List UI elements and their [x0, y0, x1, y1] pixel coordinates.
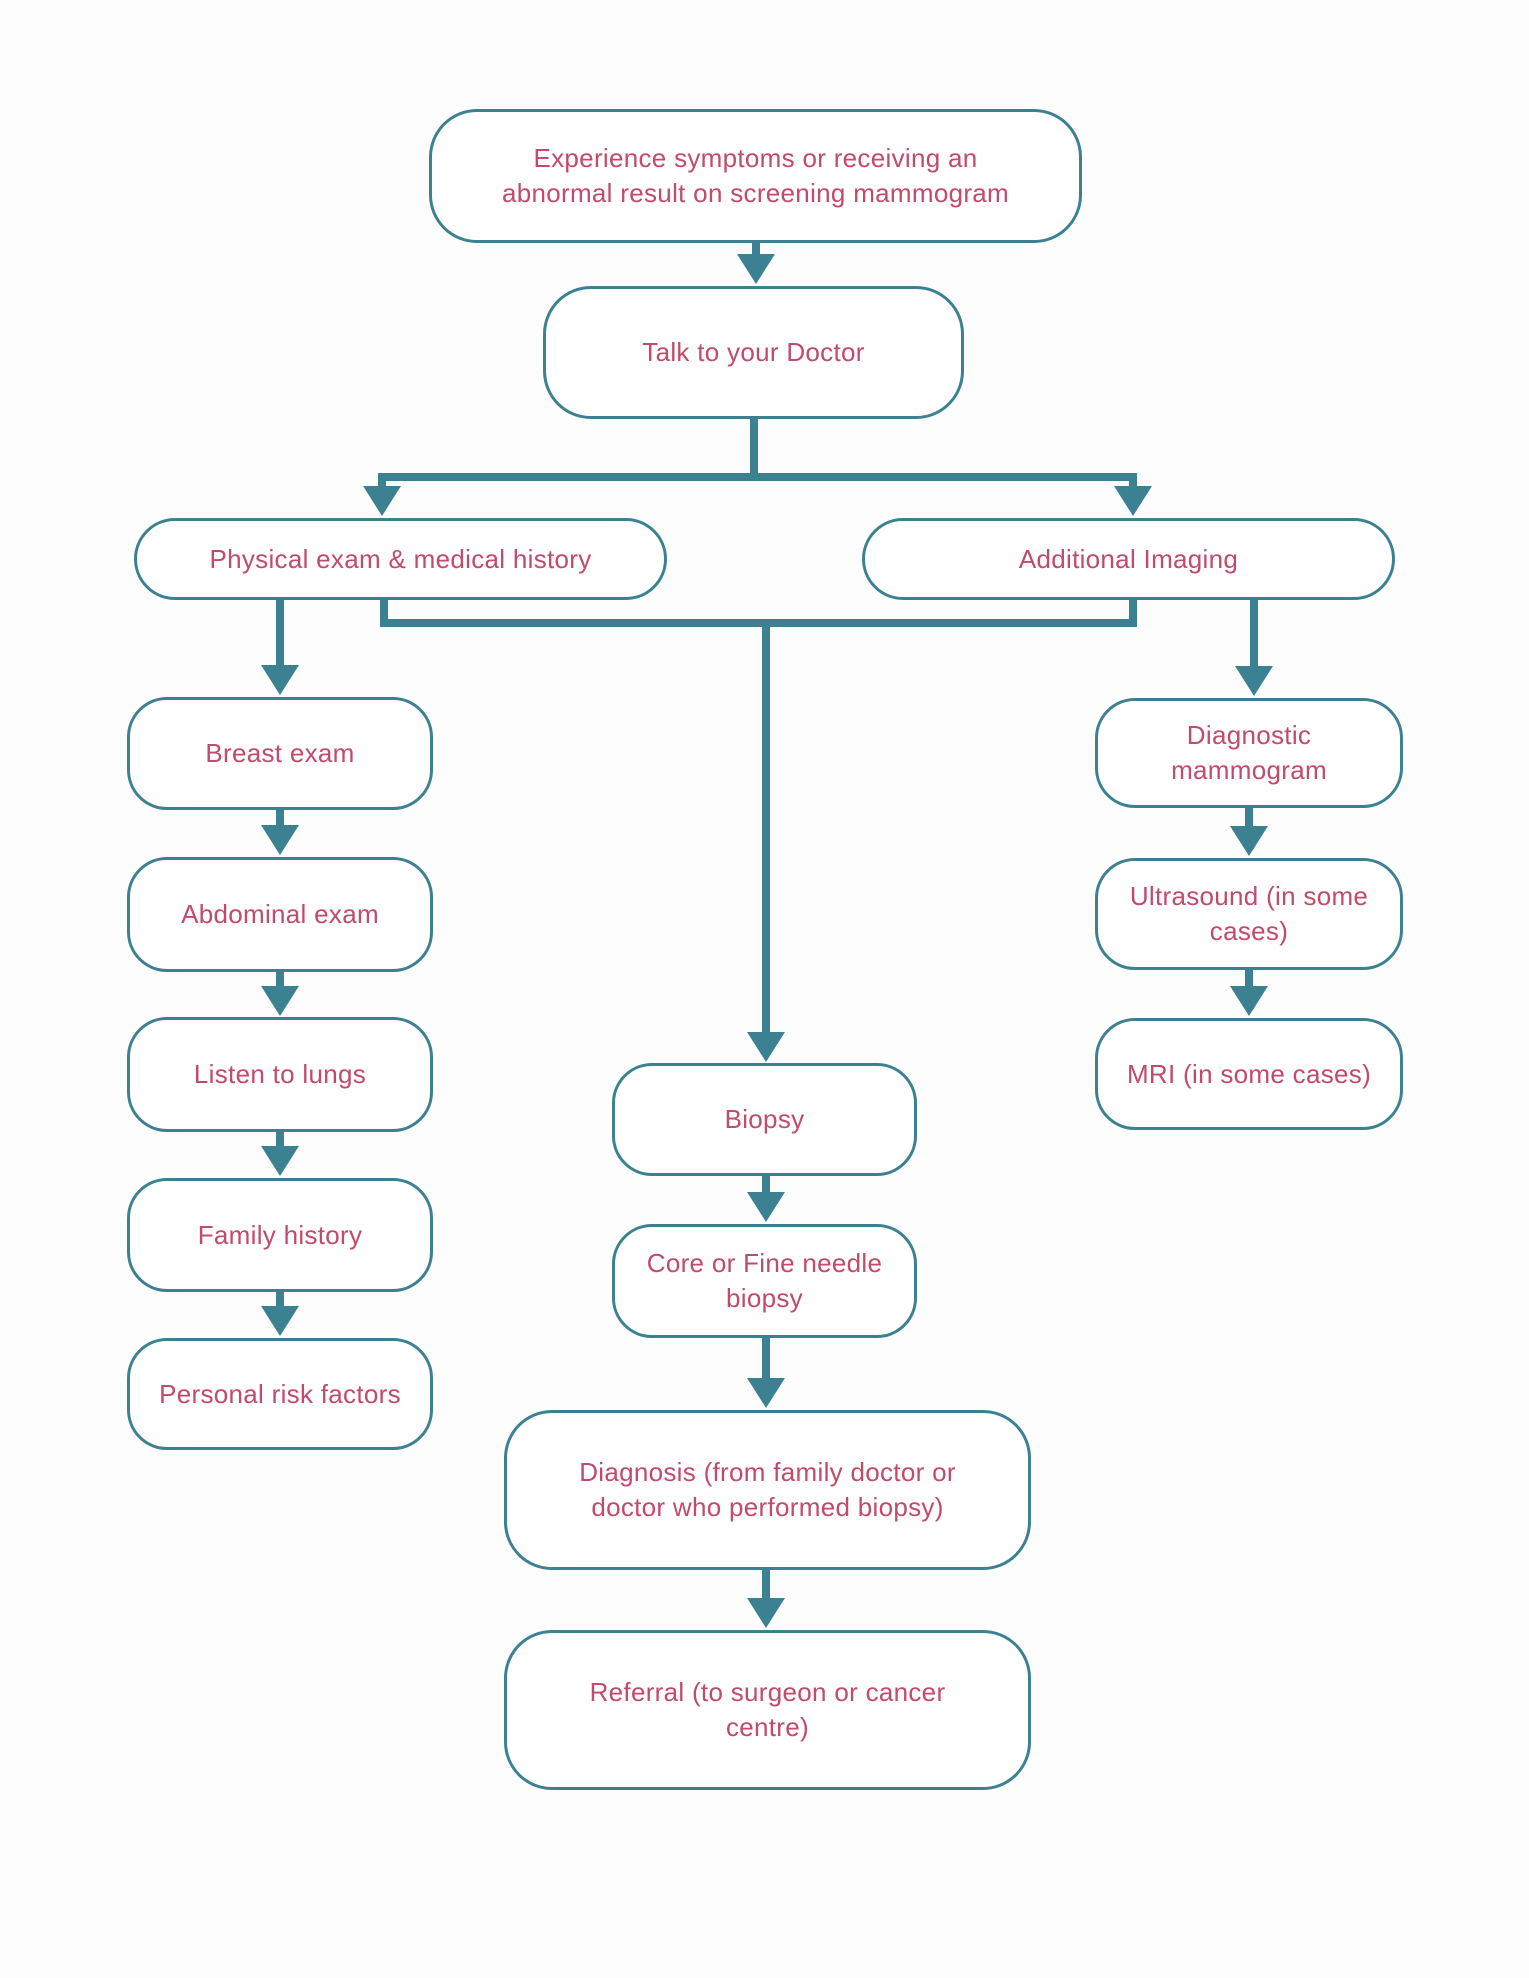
- node-family-history: Family history: [127, 1178, 433, 1292]
- connector-breast-abdominal: [261, 810, 299, 855]
- connector-physical-breast: [261, 600, 299, 695]
- node-diagnosis: Diagnosis (from family doctor or doctor …: [504, 1410, 1031, 1570]
- node-referral: Referral (to surgeon or cancer centre): [504, 1630, 1031, 1790]
- connector-diagmammo-ultrasound: [1230, 808, 1268, 856]
- connector-core-diagnosis: [747, 1338, 785, 1408]
- connector-diagnosis-referral: [747, 1570, 785, 1628]
- connector-join-biopsy: [380, 599, 1137, 1062]
- node-additional-imaging: Additional Imaging: [862, 518, 1395, 600]
- connector-ultrasound-mri: [1230, 970, 1268, 1016]
- node-physical-exam: Physical exam & medical history: [134, 518, 667, 600]
- connector-family-personal: [261, 1292, 299, 1336]
- connector-imaging-diagmammo: [1235, 599, 1273, 696]
- node-abdominal-exam: Abdominal exam: [127, 857, 433, 972]
- connector-talk-branch: [363, 419, 1152, 516]
- node-core-fine-needle-biopsy: Core or Fine needle biopsy: [612, 1224, 917, 1338]
- node-personal-risk-factors: Personal risk factors: [127, 1338, 433, 1450]
- connector-biopsy-core: [747, 1176, 785, 1222]
- node-biopsy: Biopsy: [612, 1063, 917, 1176]
- node-diagnostic-mammogram: Diagnostic mammogram: [1095, 698, 1403, 808]
- node-breast-exam: Breast exam: [127, 697, 433, 810]
- connector-start-talk: [737, 243, 775, 284]
- node-ultrasound: Ultrasound (in some cases): [1095, 858, 1403, 970]
- node-experience-symptoms: Experience symptoms or receiving an abno…: [429, 109, 1082, 243]
- node-talk-to-doctor: Talk to your Doctor: [543, 286, 964, 419]
- connector-lungs-family: [261, 1132, 299, 1176]
- node-mri: MRI (in some cases): [1095, 1018, 1403, 1130]
- node-listen-to-lungs: Listen to lungs: [127, 1017, 433, 1132]
- connector-abdominal-lungs: [261, 972, 299, 1016]
